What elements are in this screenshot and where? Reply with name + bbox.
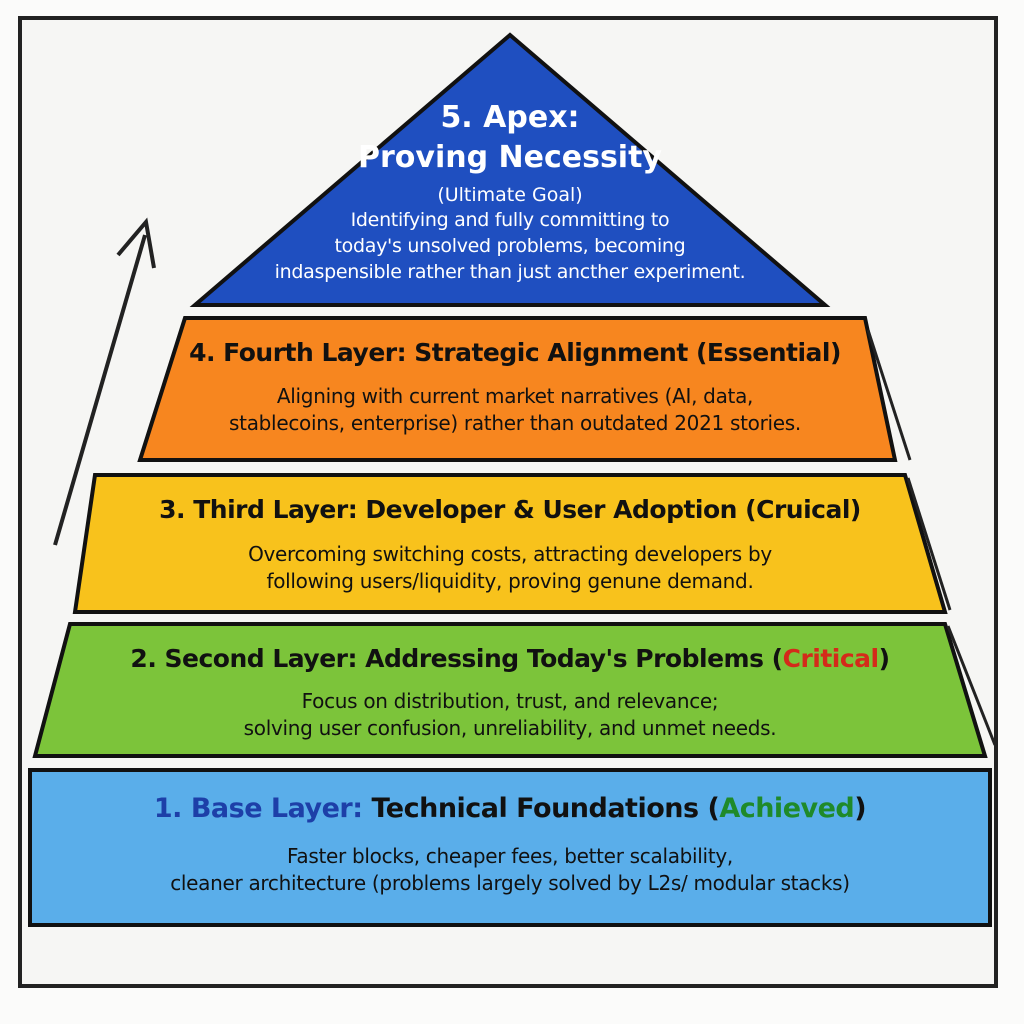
layer-3-title: 3. Third Layer: Developer & User Adoptio… <box>159 495 861 524</box>
layer-2-title: 2. Second Layer: Addressing Today's Prob… <box>130 644 890 673</box>
layer-4-title: 4. Fourth Layer: Strategic Alignment (Es… <box>189 338 841 367</box>
layer-1-band <box>28 768 992 927</box>
apex-subtitle: Proving Necessity <box>358 140 662 175</box>
upward-arrow-icon <box>53 217 156 546</box>
layer-4-description: Aligning with current market narratives … <box>229 384 801 435</box>
apex-triangle <box>189 32 831 307</box>
layer-2-band <box>32 622 988 758</box>
apex-note: (Ultimate Goal) <box>437 184 583 206</box>
status-critical: Critical <box>782 644 880 673</box>
apex-title: 5. Apex: <box>440 100 580 135</box>
sketch-lines <box>866 329 997 746</box>
layer-1-description: Faster blocks, cheaper fees, better scal… <box>170 844 850 895</box>
layer-3-description: Overcoming switching costs, attracting d… <box>248 542 772 593</box>
layer-1-title: 1. Base Layer: Technical Foundations (Ac… <box>153 793 867 824</box>
layer-3-band <box>72 473 948 614</box>
status-achieved: Achieved <box>719 793 855 824</box>
layer-2-description: Focus on distribution, trust, and releva… <box>243 689 777 740</box>
layer-4-band <box>137 316 898 462</box>
